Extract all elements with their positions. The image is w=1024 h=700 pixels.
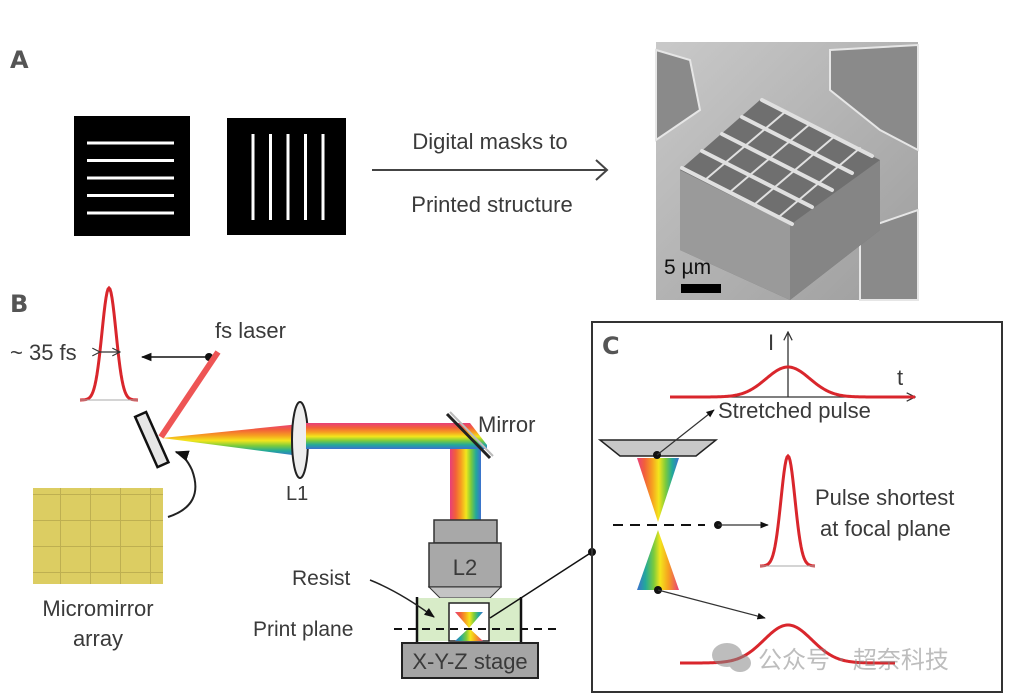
objective-tip bbox=[597, 439, 719, 457]
panel-label-b: B bbox=[10, 290, 28, 318]
reflected-beam bbox=[450, 449, 481, 520]
dispersed-beam bbox=[162, 424, 300, 456]
lattice-wall bbox=[704, 111, 786, 181]
stage-label: X-Y-Z stage bbox=[412, 649, 527, 674]
resist-label: Resist bbox=[292, 567, 351, 590]
focal-label-line1: Pulse shortest bbox=[815, 485, 954, 510]
svg-text:公众号 · 超奈科技: 公众号 · 超奈科技 bbox=[758, 646, 949, 674]
resist-pointer-arrow bbox=[369, 579, 435, 618]
micromirror-label-line2: array bbox=[73, 626, 123, 651]
printed-lattice-structure bbox=[680, 98, 880, 300]
mirror-label: Mirror bbox=[478, 412, 535, 437]
lattice-wall bbox=[729, 123, 811, 193]
lattice-wall bbox=[680, 166, 794, 226]
stretched-pulse-curve bbox=[670, 365, 915, 399]
scale-bar-label: 5 µm bbox=[664, 256, 711, 279]
micromirror-label-line1: Micromirror bbox=[42, 596, 153, 621]
digital-mask-horizontal bbox=[74, 116, 190, 236]
pulse-width-label: ~ 35 fs bbox=[10, 340, 77, 365]
panel-label-c: C bbox=[602, 332, 620, 360]
micromirror-array-image bbox=[33, 488, 163, 584]
axis-t-label: t bbox=[897, 365, 903, 390]
mirror bbox=[445, 412, 492, 460]
arrow-to-lower bbox=[657, 589, 766, 620]
focal-label-line2: at focal plane bbox=[820, 516, 951, 541]
xyz-stage bbox=[401, 642, 539, 679]
zoom-connector-line bbox=[489, 551, 593, 619]
laser-label: fs laser bbox=[215, 318, 286, 343]
lattice-wall bbox=[754, 135, 836, 205]
lens-l1 bbox=[291, 401, 309, 479]
focusing-cone-upper bbox=[637, 458, 679, 522]
lattice-wall bbox=[720, 132, 834, 192]
print-plane-label: Print plane bbox=[253, 618, 353, 641]
rotation-arrow bbox=[167, 450, 197, 518]
scale-bar bbox=[681, 284, 721, 293]
focusing-cone-lower bbox=[637, 530, 679, 590]
lattice-wall bbox=[760, 98, 874, 158]
watermark: 公众号 · 超奈科技 bbox=[712, 643, 949, 674]
focal-pulse-curve bbox=[759, 453, 816, 568]
collimated-beam bbox=[306, 423, 456, 449]
lens-l1-label: L1 bbox=[286, 483, 308, 505]
lattice-wall bbox=[740, 115, 854, 175]
panel-label-a: A bbox=[10, 46, 29, 74]
fs-laser-beam bbox=[158, 350, 221, 439]
micromirror-device bbox=[133, 410, 171, 469]
arrow-to-stretched bbox=[656, 409, 715, 456]
arrow-head-icon bbox=[595, 159, 609, 181]
sem-image: 5 µm bbox=[655, 42, 919, 301]
input-pulse-curve bbox=[79, 285, 139, 402]
lattice-wall bbox=[700, 149, 814, 209]
axis-i-label: I bbox=[768, 330, 774, 355]
lattice-wall bbox=[779, 147, 861, 217]
lens-l2-label: L2 bbox=[453, 555, 477, 580]
panel-c-frame bbox=[591, 321, 1003, 693]
digital-mask-vertical bbox=[227, 118, 346, 235]
arrow-label-top: Digital masks to bbox=[412, 129, 567, 154]
stretched-pulse-label: Stretched pulse bbox=[718, 398, 871, 423]
arrow-label-bottom: Printed structure bbox=[411, 192, 572, 217]
